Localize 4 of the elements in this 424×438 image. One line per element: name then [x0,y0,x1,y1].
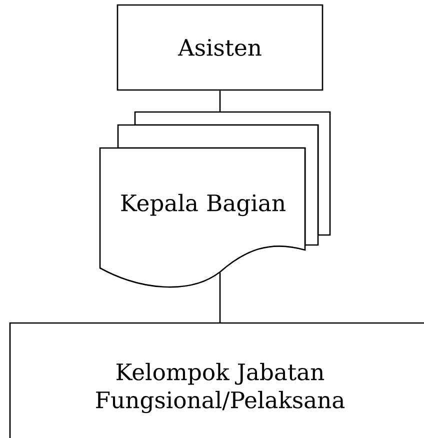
connector-line [219,272,221,323]
connector-line [219,90,221,112]
open-box: Kelompok Jabatan Fungsional/Pelaksana [9,322,424,438]
process-box: Asisten [116,4,324,91]
